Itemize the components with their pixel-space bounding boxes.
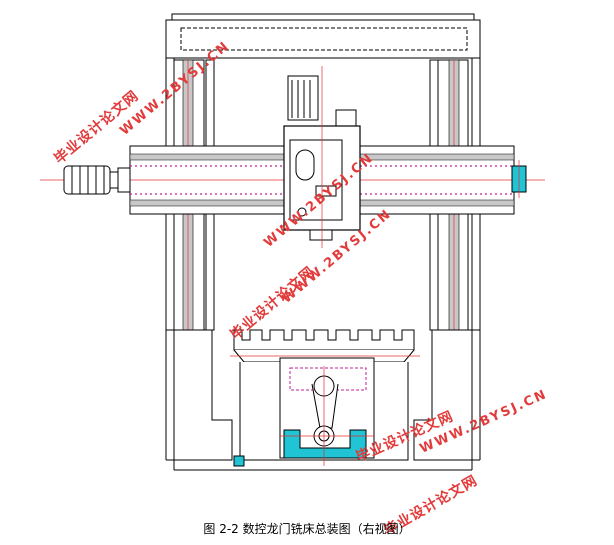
base-foot <box>233 455 245 467</box>
x-axis-motor <box>63 165 119 195</box>
column-bases <box>166 329 480 471</box>
spindle-head <box>283 66 361 248</box>
rail-end-cap <box>511 160 527 198</box>
figure-caption: 图 2-2 数控龙门铣床总装图（右视图） <box>203 522 411 536</box>
saddle <box>279 357 375 466</box>
